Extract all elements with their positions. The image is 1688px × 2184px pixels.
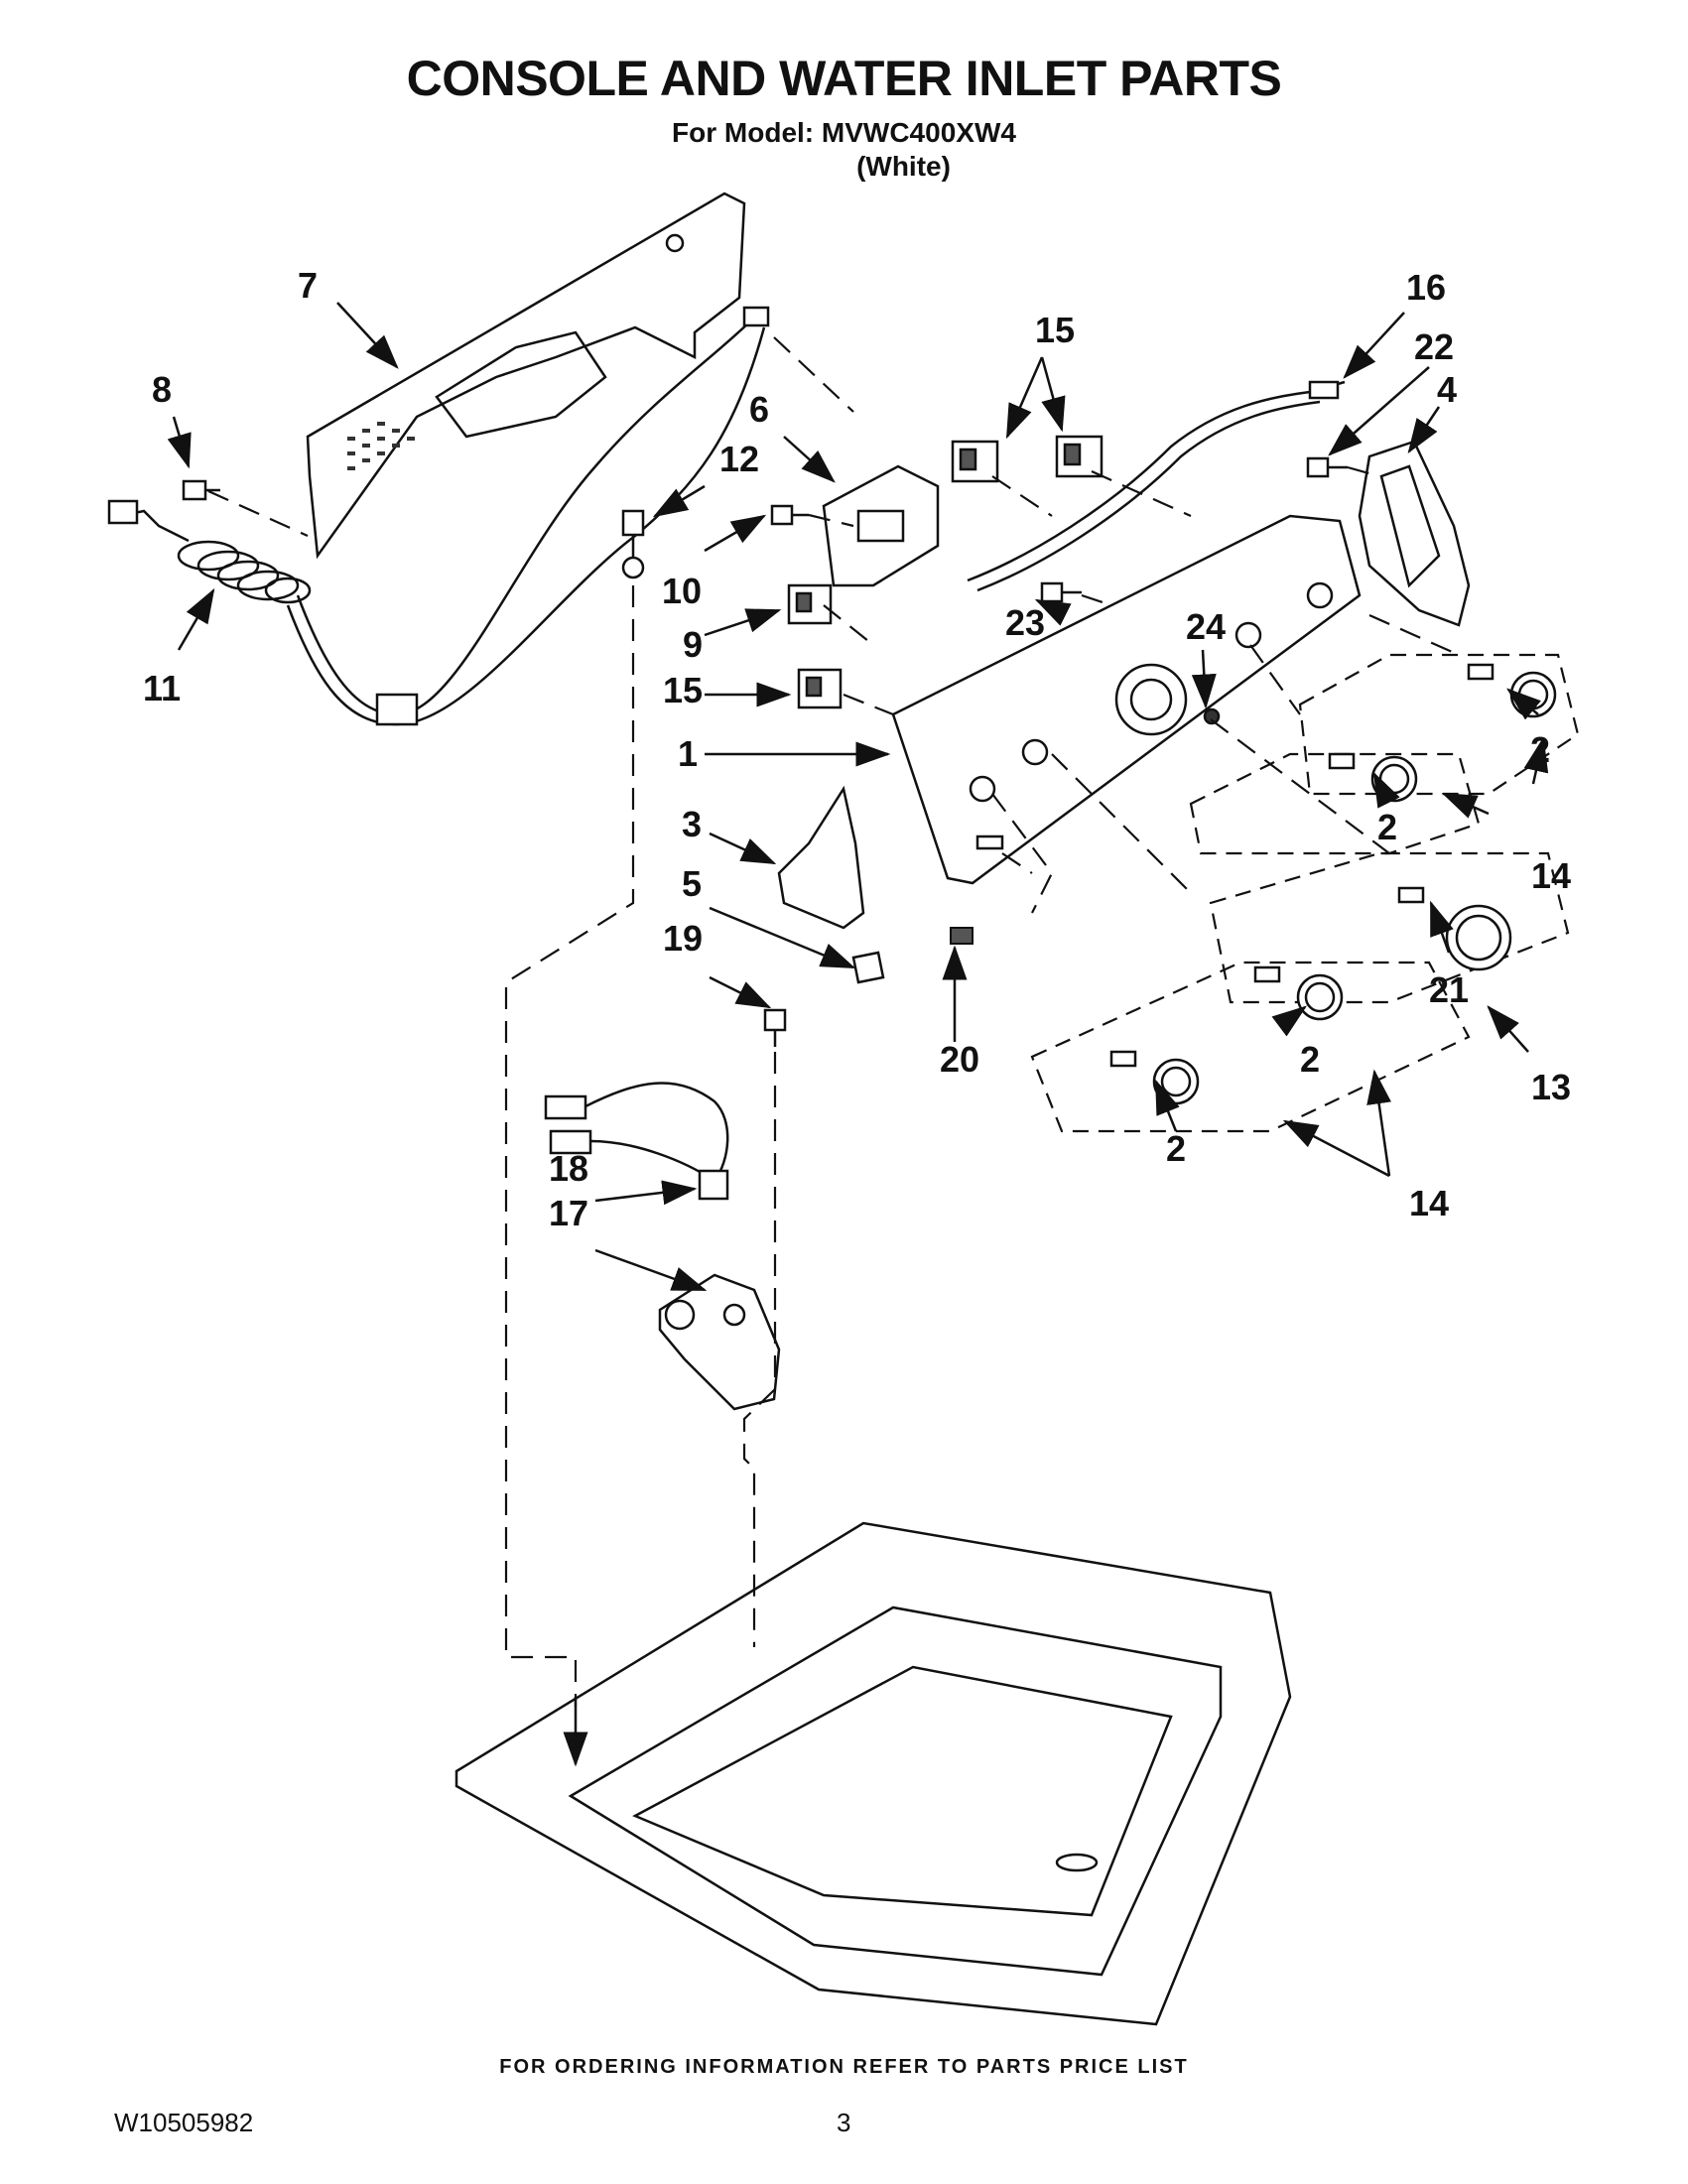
callout-14-lower: 14 bbox=[1409, 1183, 1449, 1223]
screw-12 bbox=[621, 509, 645, 579]
callout-1: 1 bbox=[678, 733, 698, 774]
callout-14-upper: 14 bbox=[1531, 855, 1571, 896]
callout-18: 18 bbox=[549, 1148, 588, 1189]
callout-15-top: 15 bbox=[1035, 310, 1075, 350]
callout-12: 12 bbox=[719, 439, 759, 479]
callout-2-a: 2 bbox=[1530, 729, 1550, 770]
leader-arrows bbox=[167, 302, 1549, 1292]
switch-15-lower bbox=[797, 668, 843, 709]
callout-7: 7 bbox=[298, 265, 318, 306]
screw-8 bbox=[182, 479, 220, 501]
light-pipe bbox=[950, 927, 974, 945]
callout-labels: 7 8 12 6 15 16 22 4 10 9 23 24 11 15 1 2… bbox=[143, 265, 1571, 1233]
knob-2-lower-center bbox=[1253, 965, 1344, 1021]
screw-22 bbox=[1306, 456, 1348, 478]
callout-9: 9 bbox=[683, 624, 703, 665]
callout-20: 20 bbox=[940, 1039, 979, 1080]
knob-set-upper bbox=[1189, 653, 1580, 855]
callout-2-c: 2 bbox=[1300, 1039, 1320, 1080]
callout-5: 5 bbox=[682, 863, 702, 904]
water-valve bbox=[658, 1273, 781, 1411]
callout-2-d: 2 bbox=[1166, 1128, 1186, 1169]
console-end-cap-right bbox=[1358, 440, 1471, 627]
color-line: (White) bbox=[856, 151, 951, 182]
knob-21 bbox=[1397, 886, 1512, 971]
electronic-control bbox=[822, 464, 940, 587]
callout-6: 6 bbox=[749, 389, 769, 430]
power-cord bbox=[107, 306, 770, 726]
switch-15-upper-right bbox=[1055, 435, 1104, 478]
console-panel bbox=[891, 514, 1362, 885]
knob-set-lower bbox=[1030, 851, 1570, 1133]
knob-2-lower-left bbox=[1109, 1050, 1200, 1105]
rear-console-panel bbox=[306, 192, 746, 560]
wire-harness bbox=[967, 380, 1346, 592]
ordering-note: FOR ORDERING INFORMATION REFER TO PARTS … bbox=[499, 2056, 1189, 2078]
callout-4: 4 bbox=[1437, 369, 1457, 410]
knob-2-upper-right bbox=[1467, 663, 1557, 718]
callout-2-b: 2 bbox=[1377, 807, 1397, 847]
model-line: For Model: MVWC400XW4 bbox=[672, 117, 1016, 148]
screw-10 bbox=[770, 504, 809, 526]
callout-8: 8 bbox=[152, 369, 172, 410]
washer-top-cover bbox=[454, 1521, 1292, 2026]
callout-13: 13 bbox=[1531, 1067, 1571, 1107]
switch-15-upper-left bbox=[951, 440, 999, 483]
assembly-guide-lines bbox=[207, 336, 1460, 1707]
console-end-cap-left bbox=[777, 785, 865, 930]
callout-22: 22 bbox=[1414, 326, 1454, 367]
callout-11: 11 bbox=[143, 668, 181, 708]
callout-10: 10 bbox=[662, 571, 702, 611]
callout-3: 3 bbox=[682, 804, 702, 844]
callout-15-mid: 15 bbox=[663, 670, 703, 710]
page-title: CONSOLE AND WATER INLET PARTS bbox=[406, 51, 1282, 106]
document-number: W10505982 bbox=[114, 2108, 254, 2137]
callout-21: 21 bbox=[1429, 969, 1469, 1010]
callout-23: 23 bbox=[1005, 602, 1045, 643]
page-number: 3 bbox=[837, 2108, 851, 2137]
water-inlet-harness bbox=[544, 1082, 729, 1201]
callout-19: 19 bbox=[663, 918, 703, 959]
screw-23 bbox=[1040, 581, 1082, 603]
screw-19 bbox=[763, 1008, 787, 1047]
clip bbox=[851, 951, 885, 984]
callout-17: 17 bbox=[549, 1193, 588, 1233]
callout-16: 16 bbox=[1406, 267, 1446, 308]
switch-9 bbox=[787, 583, 833, 625]
callout-24: 24 bbox=[1186, 606, 1226, 647]
